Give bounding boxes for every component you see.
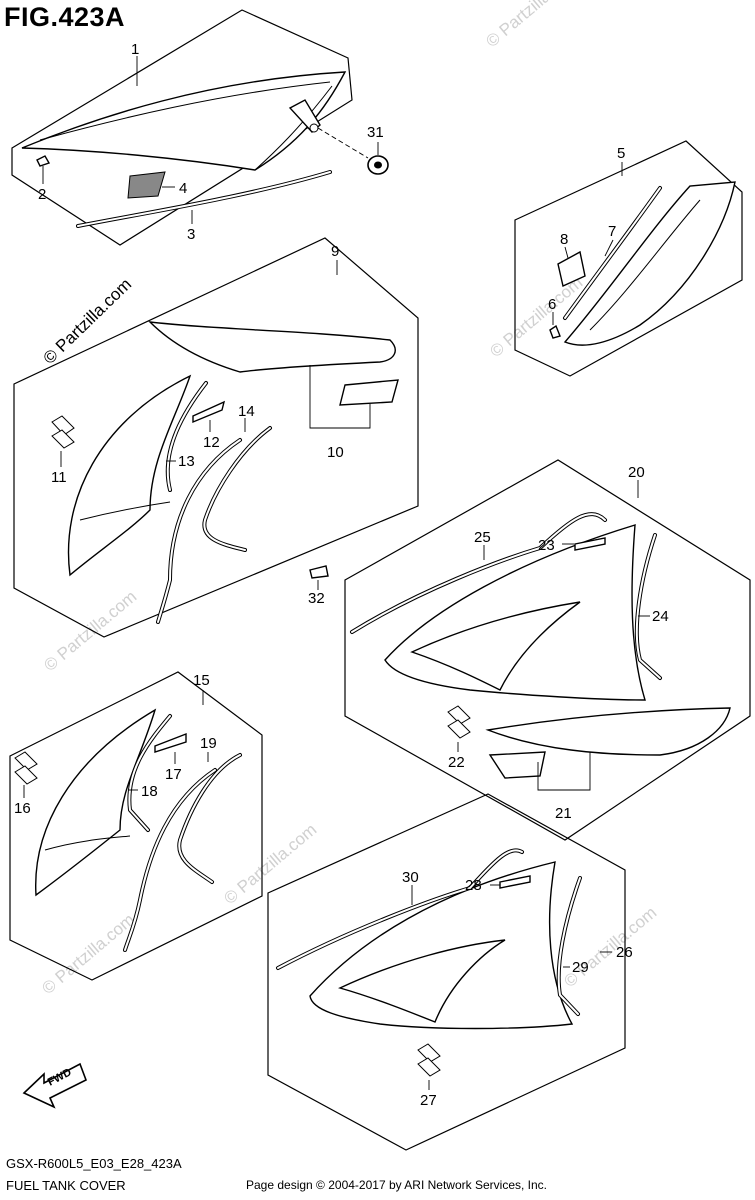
- part-23-strip: [574, 537, 606, 551]
- callout-16: 16: [14, 800, 31, 817]
- part-26-tank-cover: [309, 861, 574, 1030]
- part-17-strip: [154, 732, 187, 753]
- callout-32: 32: [308, 590, 325, 607]
- callout-2: 2: [38, 186, 46, 203]
- part-32-cushion: [309, 565, 329, 579]
- part-1-tank-cover: [21, 71, 347, 171]
- figure-name: FUEL TANK COVER: [6, 1178, 126, 1193]
- part-14-strip-b: [156, 438, 242, 624]
- callout-20: 20: [628, 464, 645, 481]
- callout-6: 6: [548, 296, 556, 313]
- part-31-grommet: [367, 155, 389, 175]
- callout-26: 26: [616, 944, 633, 961]
- callout-7: 7: [608, 223, 616, 240]
- callout-24: 24: [652, 608, 669, 625]
- callout-1: 1: [131, 41, 139, 58]
- callout-29: 29: [572, 959, 589, 976]
- part-10-label: [339, 379, 399, 406]
- callout-17: 17: [165, 766, 182, 783]
- part-12-strip: [192, 400, 226, 424]
- part-16-emblem: [14, 751, 38, 785]
- callout-27: 27: [420, 1092, 437, 1109]
- callout-12: 12: [203, 434, 220, 451]
- part-21-cover-upper: [485, 707, 731, 756]
- part-5-side-cover: [563, 181, 736, 346]
- watermark: © Partzilla.com: [486, 273, 586, 361]
- part-8-label: [557, 250, 586, 287]
- part-9-cover-upper: [148, 321, 396, 373]
- part-21-label: [488, 751, 546, 779]
- watermark: © Partzilla.com: [482, 0, 582, 51]
- callout-5: 5: [617, 145, 625, 162]
- part-2-cushion: [36, 155, 51, 167]
- panel-group-26: [267, 793, 626, 1151]
- callout-15: 15: [193, 672, 210, 689]
- callout-9: 9: [331, 243, 339, 260]
- model-code: GSX-R600L5_E03_E28_423A: [6, 1156, 182, 1171]
- callout-23: 23: [538, 537, 555, 554]
- callout-31: 31: [367, 124, 384, 141]
- callout-8: 8: [560, 231, 568, 248]
- part-15-cover-side: [35, 708, 157, 897]
- watermark: © Partzilla.com: [38, 910, 138, 998]
- part-bracket: [288, 99, 321, 133]
- part-6-cushion: [549, 324, 561, 339]
- callout-21: 21: [555, 805, 572, 822]
- callout-19: 19: [200, 735, 217, 752]
- fwd-arrow-icon: FWD: [22, 1062, 88, 1109]
- figure-title: FIG.423A: [4, 2, 126, 32]
- leader-31: [317, 127, 369, 159]
- part-28-strip: [499, 875, 531, 889]
- callout-28: 28: [465, 877, 482, 894]
- callout-13: 13: [178, 453, 195, 470]
- part-22-emblem: [447, 705, 471, 739]
- callout-14: 14: [238, 403, 255, 420]
- callout-25: 25: [474, 529, 491, 546]
- callout-4: 4: [179, 180, 187, 197]
- callout-3: 3: [187, 226, 195, 243]
- part-11-emblem: [51, 415, 75, 449]
- part-27-emblem: [417, 1043, 441, 1077]
- part-4-reflector: [127, 171, 166, 199]
- panel-group-9: [13, 237, 419, 638]
- callout-11: 11: [51, 469, 67, 486]
- watermark: © Partzilla.com: [560, 903, 660, 991]
- panel-group-5: [514, 140, 743, 377]
- panel-group-15: [9, 671, 263, 981]
- part-9-cover-side: [67, 374, 192, 577]
- panel-group-1: [11, 9, 353, 246]
- partzilla-watermark: © Partzilla.com: [40, 275, 136, 368]
- callout-30: 30: [402, 869, 419, 886]
- callout-22: 22: [448, 754, 465, 771]
- panel-group-20: [344, 459, 751, 841]
- watermark: © Partzilla.com: [40, 587, 140, 675]
- callout-18: 18: [141, 783, 158, 800]
- part-20-tank-cover: [384, 524, 646, 701]
- watermark: © Partzilla.com: [220, 820, 320, 908]
- callout-10: 10: [327, 444, 344, 461]
- copyright-text: Page design © 2004-2017 by ARI Network S…: [246, 1178, 548, 1192]
